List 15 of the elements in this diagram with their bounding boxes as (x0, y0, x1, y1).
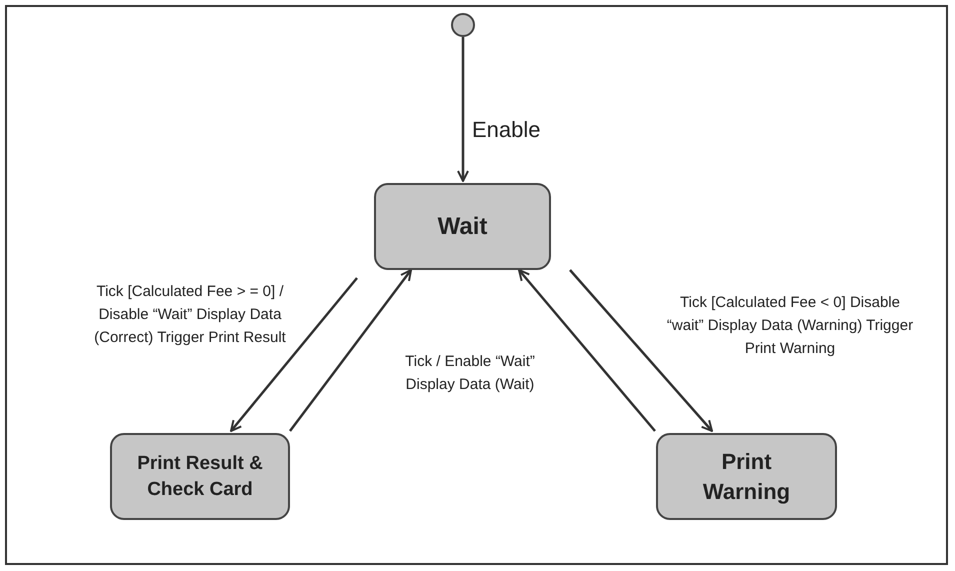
state-name: Print Result & Check Card (136, 452, 264, 502)
state-box (374, 183, 551, 270)
arrow (518, 269, 656, 432)
transition-label: Tick [Calculated Fee > = 0] / Disable “Wait” Display Data (Correct) Trigger Print Result (93, 282, 287, 348)
transition-label: Tick / Enable “Wait” Display Data (Wait) (404, 352, 536, 395)
state-box (110, 433, 290, 520)
transition-label: Tick [Calculated Fee < 0] Disable “wait” Display Data (Warning) Trigger Print Warning (666, 293, 914, 359)
arrow (289, 269, 412, 432)
arrow (569, 269, 713, 432)
arrow (230, 277, 358, 432)
state-name: Wait (436, 212, 488, 242)
arrow (457, 37, 469, 182)
state-name: Print Warning (702, 448, 792, 506)
state-box (656, 433, 837, 520)
transition-label: Enable (472, 116, 542, 144)
